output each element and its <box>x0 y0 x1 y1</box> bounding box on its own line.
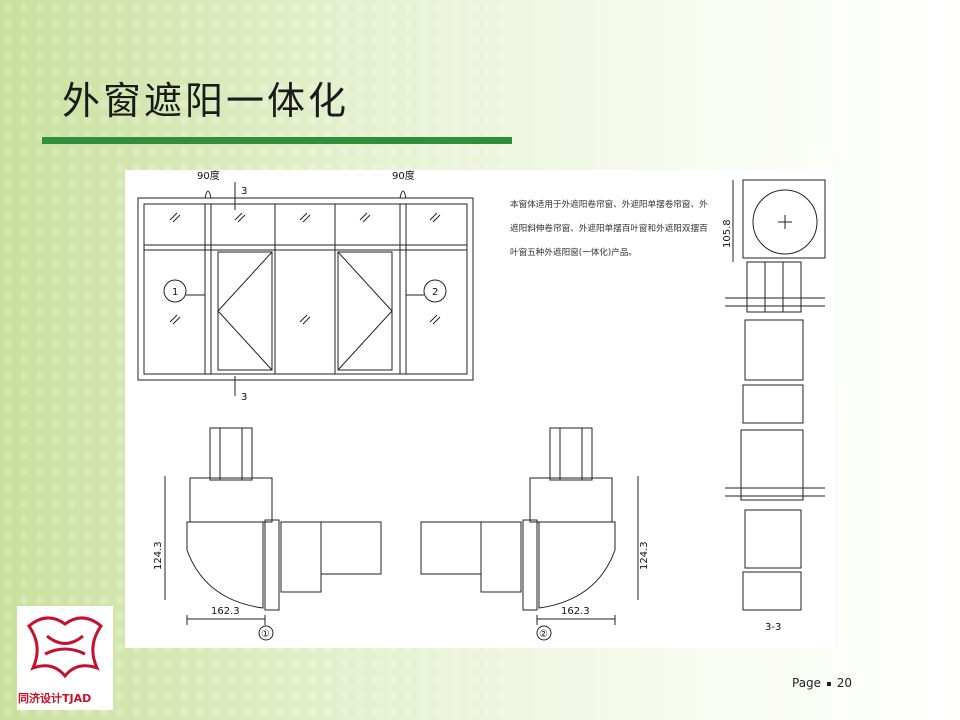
section-mark-top: 3 <box>241 186 247 197</box>
slide-title: 外窗遮阳一体化 <box>62 79 350 123</box>
callout-1: 1 <box>172 287 178 298</box>
dim-height-right: 124.3 <box>639 541 650 570</box>
dim-height-left: 124.3 <box>153 541 164 570</box>
callout-2: 2 <box>432 287 438 298</box>
detail-label-2: ② <box>539 629 548 640</box>
section-mark-bottom: 3 <box>241 392 247 403</box>
description-text: 本窗体适用于外遮阳卷帘窗、外遮阳单摆卷帘窗、外遮阳斜伸卷帘窗、外遮阳单摆百叶窗和… <box>510 200 708 258</box>
dim-box-height: 105.8 <box>722 219 733 248</box>
section-label: 3-3 <box>765 622 781 633</box>
dim-width-left: 162.3 <box>211 606 240 617</box>
logo-text: 同济设计TJAD <box>18 692 92 705</box>
page-number-value: 20 <box>836 676 852 690</box>
detail-label-1: ① <box>261 629 270 640</box>
tjad-logo <box>17 606 113 710</box>
page-label: Page <box>792 676 822 690</box>
page-separator-icon <box>826 681 831 686</box>
page-number: Page 20 <box>792 676 852 690</box>
window-technical-drawing: 90度 90度 3 3 1 2 124.3 162.3 162.3 124.3 … <box>125 170 835 648</box>
title-underline <box>42 137 512 144</box>
dim-width-right: 162.3 <box>561 606 590 617</box>
angle-label-right: 90度 <box>392 170 415 182</box>
angle-label-left: 90度 <box>197 170 220 182</box>
